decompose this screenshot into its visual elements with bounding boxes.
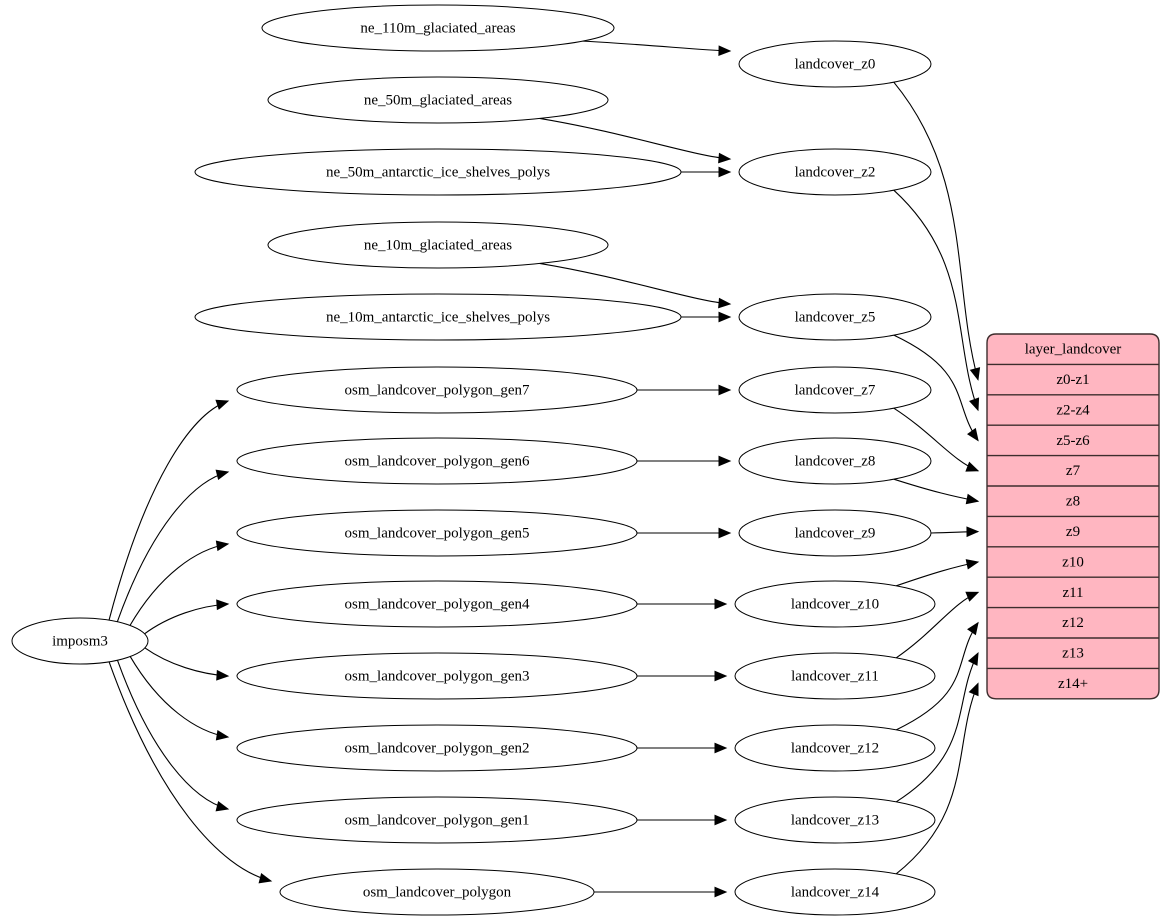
node-label: osm_landcover_polygon_gen1 <box>345 812 530 828</box>
node-landcover_z0[interactable]: landcover_z0 <box>738 40 932 88</box>
node-osm_landcover_polygon_gen6[interactable]: osm_landcover_polygon_gen6 <box>236 437 638 485</box>
node-label: ne_10m_glaciated_areas <box>364 237 512 253</box>
layer-table-header: layer_landcover <box>1025 342 1122 358</box>
layer-table-row-z11[interactable]: z11 <box>1062 585 1083 601</box>
node-landcover_z2[interactable]: landcover_z2 <box>738 148 932 196</box>
node-landcover_z9[interactable]: landcover_z9 <box>738 509 932 557</box>
node-ne_10m_antarctic_ice_shelves_polys[interactable]: ne_10m_antarctic_ice_shelves_polys <box>194 293 682 341</box>
layer-table-row-z7[interactable]: z7 <box>1066 463 1081 479</box>
layer-table-row-z9[interactable]: z9 <box>1066 524 1080 540</box>
node-ne_10m_glaciated_areas[interactable]: ne_10m_glaciated_areas <box>267 221 609 269</box>
node-label: landcover_z10 <box>791 596 879 612</box>
node-osm_landcover_polygon_gen1[interactable]: osm_landcover_polygon_gen1 <box>236 796 638 844</box>
node-label: ne_10m_antarctic_ice_shelves_polys <box>326 309 550 325</box>
node-label: landcover_z2 <box>795 164 876 180</box>
node-label: ne_50m_glaciated_areas <box>364 92 512 108</box>
node-label: osm_landcover_polygon <box>363 884 512 900</box>
layer-table-row-z0-z1[interactable]: z0-z1 <box>1056 372 1089 388</box>
node-osm_landcover_polygon[interactable]: osm_landcover_polygon <box>279 868 595 916</box>
node-label: imposm3 <box>52 633 108 649</box>
node-label: landcover_z13 <box>791 812 879 828</box>
node-label: osm_landcover_polygon_gen4 <box>345 596 530 612</box>
layer-table-row-z10[interactable]: z10 <box>1062 554 1084 570</box>
node-osm_landcover_polygon_gen7[interactable]: osm_landcover_polygon_gen7 <box>236 366 638 414</box>
node-label: osm_landcover_polygon_gen2 <box>345 740 530 756</box>
node-landcover_z13[interactable]: landcover_z13 <box>734 796 936 844</box>
node-label: landcover_z8 <box>795 453 876 469</box>
node-ne_50m_antarctic_ice_shelves_polys[interactable]: ne_50m_antarctic_ice_shelves_polys <box>194 148 682 196</box>
node-label: osm_landcover_polygon_gen5 <box>345 525 530 541</box>
node-label: ne_110m_glaciated_areas <box>360 20 515 36</box>
node-landcover_z10[interactable]: landcover_z10 <box>734 580 936 628</box>
node-landcover_z11[interactable]: landcover_z11 <box>734 652 936 700</box>
node-label: ne_50m_antarctic_ice_shelves_polys <box>326 164 550 180</box>
node-label: landcover_z9 <box>795 525 876 541</box>
layer-table-row-z14+[interactable]: z14+ <box>1058 676 1088 692</box>
node-landcover_z12[interactable]: landcover_z12 <box>734 724 936 772</box>
node-label: landcover_z12 <box>791 740 879 756</box>
node-label: osm_landcover_polygon_gen6 <box>345 453 530 469</box>
node-osm_landcover_polygon_gen5[interactable]: osm_landcover_polygon_gen5 <box>236 509 638 557</box>
node-label: landcover_z11 <box>791 668 879 684</box>
node-landcover_z7[interactable]: landcover_z7 <box>738 366 932 414</box>
layer-table-row-z2-z4[interactable]: z2-z4 <box>1056 402 1090 418</box>
node-landcover_z5[interactable]: landcover_z5 <box>738 293 932 341</box>
edges-layer <box>108 40 981 898</box>
layer-table-row-z12[interactable]: z12 <box>1062 615 1084 631</box>
node-label: landcover_z7 <box>795 382 876 398</box>
layer-table-row-z8[interactable]: z8 <box>1066 494 1080 510</box>
node-label: landcover_z0 <box>795 56 876 72</box>
node-imposm3[interactable]: imposm3 <box>11 617 149 665</box>
node-label: osm_landcover_polygon_gen7 <box>345 382 530 398</box>
layer-table-row-z5-z6[interactable]: z5-z6 <box>1056 433 1090 449</box>
node-label: landcover_z14 <box>791 884 880 900</box>
node-landcover_z14[interactable]: landcover_z14 <box>734 868 936 916</box>
node-osm_landcover_polygon_gen2[interactable]: osm_landcover_polygon_gen2 <box>236 724 638 772</box>
node-ne_110m_glaciated_areas[interactable]: ne_110m_glaciated_areas <box>261 4 615 52</box>
layer-table-row-z13[interactable]: z13 <box>1062 646 1084 662</box>
node-osm_landcover_polygon_gen3[interactable]: osm_landcover_polygon_gen3 <box>236 652 638 700</box>
node-label: landcover_z5 <box>795 309 876 325</box>
node-osm_landcover_polygon_gen4[interactable]: osm_landcover_polygon_gen4 <box>236 580 638 628</box>
node-ne_50m_glaciated_areas[interactable]: ne_50m_glaciated_areas <box>267 76 609 124</box>
layer-landcover-table: layer_landcover z0-z1 z2-z4 z5-z6 z7 z8 z9 z10 z… <box>986 333 1160 700</box>
nodes-layer: imposm3 ne_110m_glaciated_areas ne_50m_gla… <box>11 4 936 916</box>
node-label: osm_landcover_polygon_gen3 <box>345 668 530 684</box>
node-landcover_z8[interactable]: landcover_z8 <box>738 437 932 485</box>
